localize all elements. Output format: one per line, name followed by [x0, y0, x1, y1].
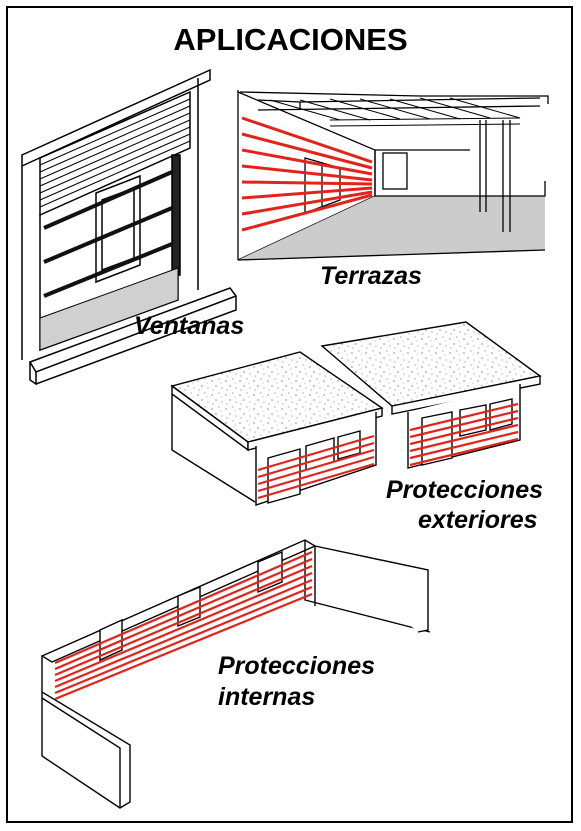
houses-beams	[257, 402, 519, 500]
page-title: APLICACIONES	[173, 22, 408, 57]
window-beams	[43, 170, 173, 298]
label-internas-line2: internas	[218, 683, 316, 711]
room-beams	[54, 550, 313, 701]
label-internas-line1: Protecciones	[218, 652, 376, 680]
label-ventanas: Ventanas	[134, 312, 245, 340]
label-terrazas: Terrazas	[320, 262, 422, 290]
terrace-illustration	[237, 90, 549, 261]
terrace-beams	[241, 116, 373, 232]
label-exteriores-line2: exteriores	[418, 506, 538, 534]
label-exteriores-line1: Protecciones	[386, 476, 544, 504]
window-illustration	[21, 68, 238, 386]
